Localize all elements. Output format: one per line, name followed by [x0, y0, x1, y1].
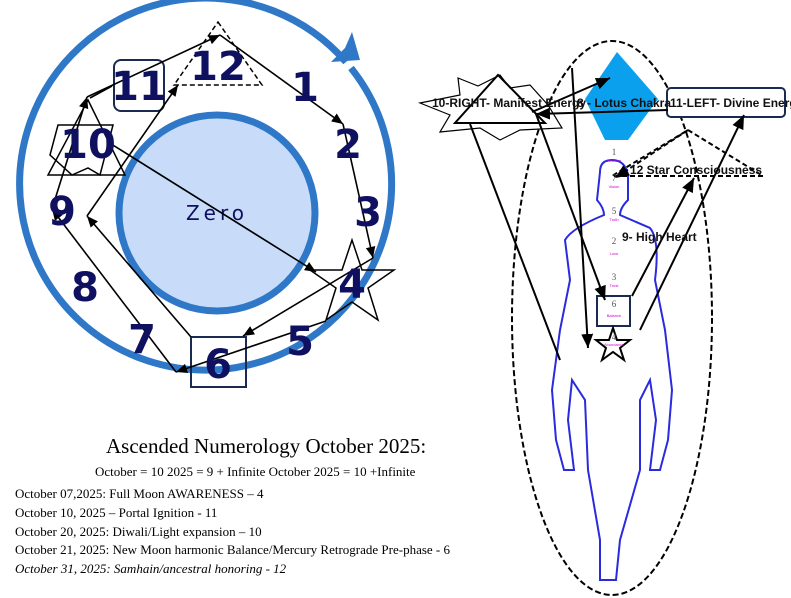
number-wheel: Zero 12 1 2 3 4 5 6 7 8 9 10 11: [16, 0, 397, 388]
body-outline: [550, 158, 674, 581]
triangle-10-icon: [452, 73, 548, 124]
aura-ellipse: [511, 40, 713, 596]
number-8: 8: [71, 265, 99, 311]
star-4-body-icon: [593, 324, 633, 363]
label-lotus-chakra: 8 - Lotus Chakra: [577, 96, 671, 110]
chakra-name: Truth: [609, 217, 618, 222]
chakra-number: 3: [612, 272, 617, 282]
number-3: 3: [354, 190, 382, 236]
number-11: 11: [111, 64, 167, 110]
label-high-heart: 9- High Heart: [622, 230, 697, 244]
number-4: 4: [338, 262, 366, 308]
number-6: 6: [204, 342, 232, 388]
zero-label: Zero: [186, 201, 248, 225]
label-right-manifest: 10-RIGHT- Manifest Energy: [432, 96, 586, 110]
date-line: October 21, 2025: New Moon harmonic Bala…: [15, 542, 450, 557]
number-7: 7: [128, 317, 156, 363]
box-6-balance: [596, 295, 631, 327]
star-of-david-10-inverted: [49, 124, 114, 177]
chakra-number: 2: [612, 236, 617, 246]
page-title: Ascended Numerology October 2025:: [106, 434, 427, 458]
triangle-12-icon: [172, 20, 264, 86]
date-line: October 20, 2025: Diwali/Light expansion…: [15, 524, 262, 539]
number-12: 12: [190, 44, 246, 90]
chakra-name: Love: [610, 251, 619, 256]
chakra-name: Balance: [607, 313, 622, 318]
body-diagram: 10-RIGHT- Manifest Energy 8 - Lotus Chak…: [417, 40, 791, 596]
subtitle: October = 10 2025 = 9 + Infinite October…: [95, 464, 416, 479]
star-of-david-10-icon: [46, 98, 127, 176]
chakra-number: 1: [612, 147, 617, 157]
chakra-name: Wisdom: [607, 158, 622, 163]
flow-arrows: [51, 34, 376, 373]
outer-ring: [16, 0, 396, 374]
ring-arrowhead-icon: [331, 32, 360, 62]
box-11-icon: [113, 59, 165, 112]
box-6-icon: [190, 336, 247, 388]
body-arrows: [469, 67, 745, 361]
chakra-name: Abundance: [604, 342, 625, 347]
date-line: October 10, 2025 – Portal Ignition - 11: [15, 505, 218, 520]
star-4-icon: [307, 237, 397, 322]
label-left-divine: 11-LEFT- Divine Energy: [670, 96, 791, 110]
chakra-name: Trust: [610, 283, 620, 288]
number-5: 5: [286, 319, 314, 365]
chakra-number: 6: [612, 299, 617, 309]
chakra-number: 5: [612, 206, 617, 216]
chakra-number: 4: [612, 332, 617, 342]
lotus-diamond-icon: [585, 52, 658, 140]
number-1: 1: [291, 65, 319, 111]
number-10: 10: [60, 122, 116, 168]
box-11-left: [666, 87, 786, 118]
date-line: October 07,2025: Full Moon AWARENESS – 4: [15, 486, 264, 501]
chakra-number: 7: [612, 173, 617, 183]
chakra-list: 1 Wisdom 7 Vision 5 Truth 2 Love 3 Trust…: [604, 147, 625, 347]
date-line: October 31, 2025: Samhain/ancestral hono…: [15, 561, 287, 576]
chakra-name: Vision: [609, 184, 620, 189]
label-star-consciousness: 12 Star Consciousness: [630, 163, 762, 177]
number-9: 9: [48, 189, 76, 235]
zero-circle: [115, 111, 319, 315]
number-2: 2: [334, 122, 362, 168]
